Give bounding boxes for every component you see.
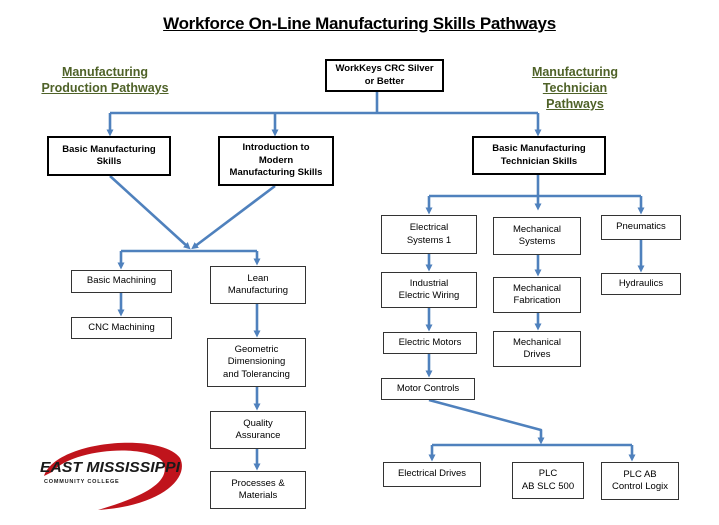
node-pneumatics: Pneumatics [601, 215, 681, 240]
arrow [191, 184, 276, 250]
node-basic-machining: Basic Machining [71, 270, 172, 293]
heading-technician-pathways: Manufacturing Technician Pathways [531, 65, 619, 111]
arrow [428, 398, 545, 445]
node-electrical-drives: Electrical Drives [383, 462, 481, 487]
node-hydraulics: Hydraulics [601, 273, 681, 295]
node-processes-materials: Processes & Materials [210, 471, 306, 509]
node-lean-manufacturing: Lean Manufacturing [210, 266, 306, 304]
node-electric-motors: Electric Motors [383, 332, 477, 354]
page-title: Workforce On-Line Manufacturing Skills P… [163, 14, 556, 33]
node-plc-ab-slc-500: PLC AB SLC 500 [512, 462, 584, 499]
node-industrial-electric-wiring: Industrial Electric Wiring [381, 272, 477, 308]
arrow [109, 175, 191, 250]
heading-production-pathways: Manufacturing Production Pathways [41, 65, 169, 95]
node-basic-technician-skills: Basic Manufacturing Technician Skills [472, 136, 606, 175]
node-geometric-dimensioning: Geometric Dimensioning and Tolerancing [207, 338, 306, 387]
node-motor-controls: Motor Controls [381, 378, 475, 400]
node-workkeys-crc: WorkKeys CRC Silver or Better [325, 59, 444, 92]
node-mechanical-fabrication: Mechanical Fabrication [493, 277, 581, 313]
node-mechanical-drives: Mechanical Drives [493, 331, 581, 367]
node-electrical-systems-1: Electrical Systems 1 [381, 215, 477, 254]
logo-subtitle: COMMUNITY COLLEGE [44, 479, 120, 485]
node-mechanical-systems: Mechanical Systems [493, 217, 581, 255]
node-cnc-machining: CNC Machining [71, 317, 172, 339]
east-mississippi-logo: EAST MISSISSIPPI COMMUNITY COLLEGE [40, 442, 182, 510]
node-basic-manufacturing-skills: Basic Manufacturing Skills [47, 136, 171, 176]
node-intro-modern-manufacturing: Introduction to Modern Manufacturing Ski… [218, 136, 334, 186]
node-plc-ab-control-logix: PLC AB Control Logix [601, 462, 679, 500]
node-quality-assurance: Quality Assurance [210, 411, 306, 449]
logo-name: EAST MISSISSIPPI [40, 460, 181, 476]
